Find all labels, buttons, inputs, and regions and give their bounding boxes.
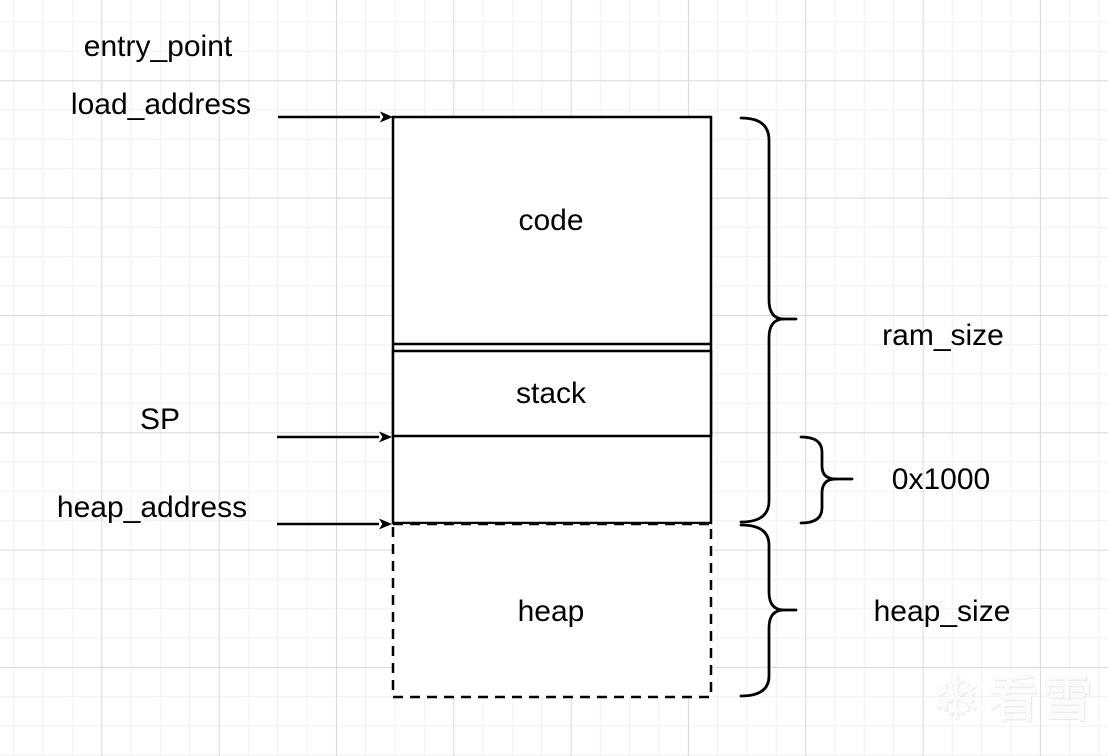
ram-box [391,115,713,525]
heap-size-brace [739,523,798,698]
entry-point-label: entry_point [83,29,233,63]
stack-region-label: stack [515,376,587,410]
watermark-text: 看雪 [987,671,1096,727]
heap-box [391,522,713,699]
watermark: ❄ 看雪 [930,668,1096,730]
stack-gap-brace [799,435,854,525]
heap-size-label: heap_size [873,594,1011,628]
heap-address-label: heap_address [56,490,248,524]
code-region-label: code [518,203,584,237]
heap-region-label: heap [517,594,585,628]
stack-gap-label: 0x1000 [891,462,991,496]
snowflake-icon: ❄ [930,664,982,733]
stack-box [391,349,713,438]
sp-label: SP [139,402,181,436]
ram-size-brace [739,116,798,524]
load-address-label: load_address [70,87,252,121]
ram-size-label: ram_size [882,318,1004,352]
